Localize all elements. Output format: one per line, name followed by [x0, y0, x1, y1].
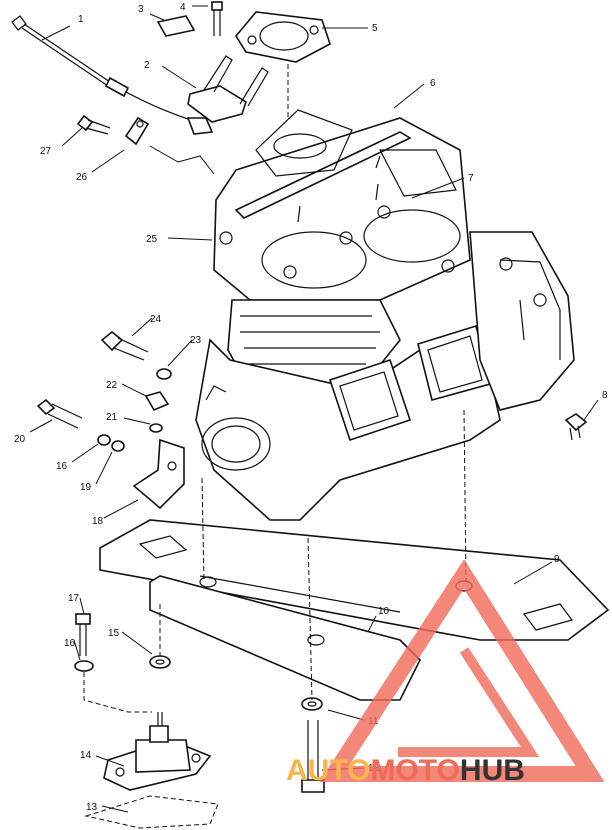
label-7: 7 [468, 173, 474, 184]
label-20: 20 [14, 434, 26, 445]
label-16-lower: 16 [64, 638, 76, 649]
label-24: 24 [150, 314, 162, 325]
label-21: 21 [106, 412, 118, 423]
label-18: 18 [92, 516, 104, 527]
label-9: 9 [554, 554, 560, 565]
bolt-17 [75, 613, 91, 656]
nut-22 [144, 391, 170, 412]
label-26: 26 [76, 172, 88, 183]
svg-text:AUTOMOTOHUB: AUTOMOTOHUB [286, 754, 525, 787]
washer-15 [149, 655, 171, 669]
washer-23 [156, 368, 172, 380]
mount-shim [84, 795, 219, 829]
label-10: 10 [378, 606, 390, 617]
watermark-text: AUTOMOTOHUB [286, 754, 525, 787]
label-2: 2 [144, 60, 150, 71]
bolt-20 [36, 398, 83, 429]
label-15: 15 [108, 628, 120, 639]
label-16-upper: 16 [56, 461, 68, 472]
bolt-24 [100, 330, 149, 361]
watermark-hub: HUB [460, 754, 525, 787]
washer-16 [97, 434, 111, 446]
stud-bolt-12 [301, 720, 325, 793]
label-13: 13 [86, 802, 98, 813]
watermark-logo [319, 559, 605, 782]
label-5: 5 [372, 23, 378, 34]
washer-16b [74, 660, 94, 672]
cable-bracket [187, 55, 269, 123]
label-27: 27 [40, 146, 52, 157]
bolt-8 [564, 413, 588, 441]
sensor-clip [124, 116, 150, 146]
label-14: 14 [80, 750, 92, 761]
decal-plate [156, 15, 196, 37]
bolt-4 [211, 1, 223, 36]
lower-mount-plate [149, 575, 473, 701]
bolt-27 [76, 114, 111, 135]
alignment-lines [83, 64, 467, 713]
label-22: 22 [106, 380, 118, 391]
throttle-cable [11, 15, 214, 135]
washer-19 [111, 440, 125, 452]
label-1: 1 [78, 14, 84, 25]
label-23: 23 [190, 335, 202, 346]
label-4: 4 [180, 2, 186, 13]
engine-block [195, 109, 575, 521]
label-25: 25 [146, 234, 158, 245]
exhaust-gasket [235, 11, 331, 63]
washer-21 [149, 423, 163, 433]
watermark-moto: MOTO [370, 754, 459, 787]
label-17: 17 [68, 593, 80, 604]
mount-bracket [132, 438, 185, 510]
label-8: 8 [602, 390, 608, 401]
rubber-mount [103, 712, 212, 791]
label-19: 19 [80, 482, 92, 493]
watermark-auto: AUTO [286, 754, 370, 787]
label-6: 6 [430, 78, 436, 89]
label-3: 3 [138, 4, 144, 15]
